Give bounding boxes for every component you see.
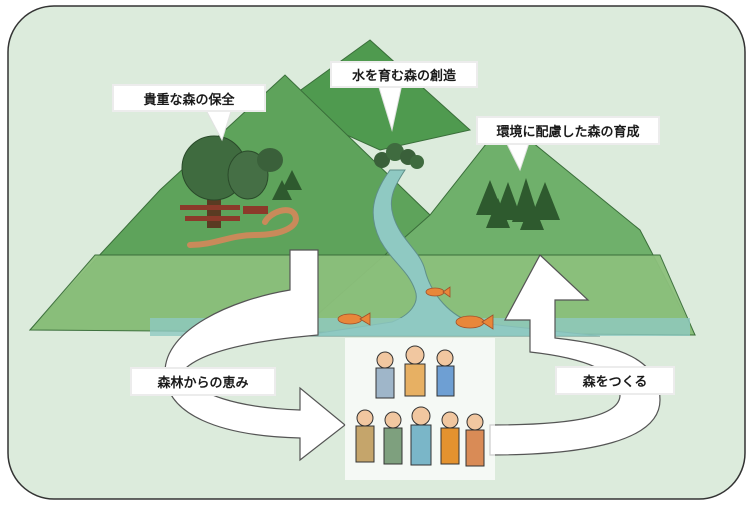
dirt-path: [187, 207, 299, 248]
label-benefits: 森林からの恵み: [130, 367, 276, 396]
conifer-forest: [476, 178, 560, 230]
label-preserve: 貴重な森の保全: [112, 84, 266, 112]
people-illustration: [345, 338, 495, 480]
label-make-forest: 森をつくる: [555, 366, 675, 395]
fish-group: [337, 286, 494, 330]
source-forest: [374, 143, 424, 169]
label-eco-forest: 環境に配慮した森の育成: [476, 116, 660, 145]
ancient-trees: [180, 135, 302, 228]
arrow-benefits: [164, 249, 346, 462]
label-water-forest: 水を育む森の創造: [330, 61, 478, 88]
